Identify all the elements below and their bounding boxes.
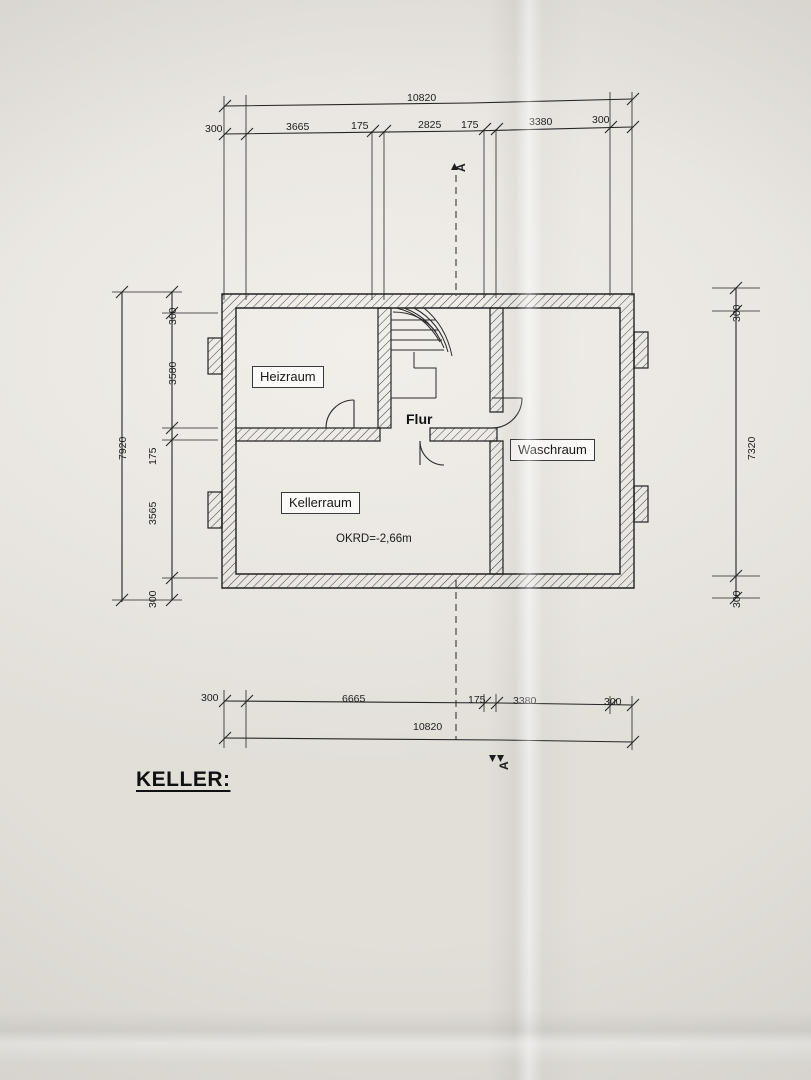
dim-right-2: 300	[731, 590, 743, 608]
dim-top-4: 2825	[418, 119, 442, 131]
level-note: OKRD=-2,66m	[336, 533, 412, 545]
dim-right-overall: 7320	[746, 436, 758, 460]
dim-left-5: 300	[147, 590, 159, 608]
dim-left-overall: 7920	[117, 436, 129, 460]
dim-bottom-1: 300	[201, 692, 219, 704]
dim-right-1: 300	[731, 304, 743, 322]
dim-bottom-5: 300	[604, 696, 622, 708]
page-title: KELLER:	[136, 768, 231, 791]
section-mark-a-bottom: A	[497, 761, 511, 770]
dim-top-2: 3665	[286, 121, 310, 133]
room-label-kellerraum: Kellerraum	[281, 492, 360, 515]
dim-left-3: 175	[147, 447, 159, 465]
dim-top-1: 300	[205, 123, 223, 135]
room-label-waschraum: Waschraum	[510, 439, 595, 462]
dim-left-1: 300	[167, 307, 179, 325]
dim-top-6: 3380	[529, 116, 553, 128]
dim-bottom-2: 6665	[342, 693, 366, 705]
dim-top-7: 300	[592, 114, 610, 126]
room-label-heizraum: Heizraum	[252, 366, 324, 389]
dim-top-overall: 10820	[407, 92, 437, 104]
section-mark-a-top: A	[454, 163, 468, 172]
dim-bottom-4: 3380	[513, 695, 537, 707]
dim-bottom-3: 175	[468, 694, 486, 706]
dim-left-2: 3580	[167, 361, 179, 385]
dim-top-5: 175	[461, 119, 479, 131]
dim-bottom-overall: 10820	[413, 721, 443, 733]
room-label-flur: Flur	[406, 411, 433, 427]
dim-top-3: 175	[351, 120, 369, 132]
dim-left-4: 3565	[147, 501, 159, 525]
